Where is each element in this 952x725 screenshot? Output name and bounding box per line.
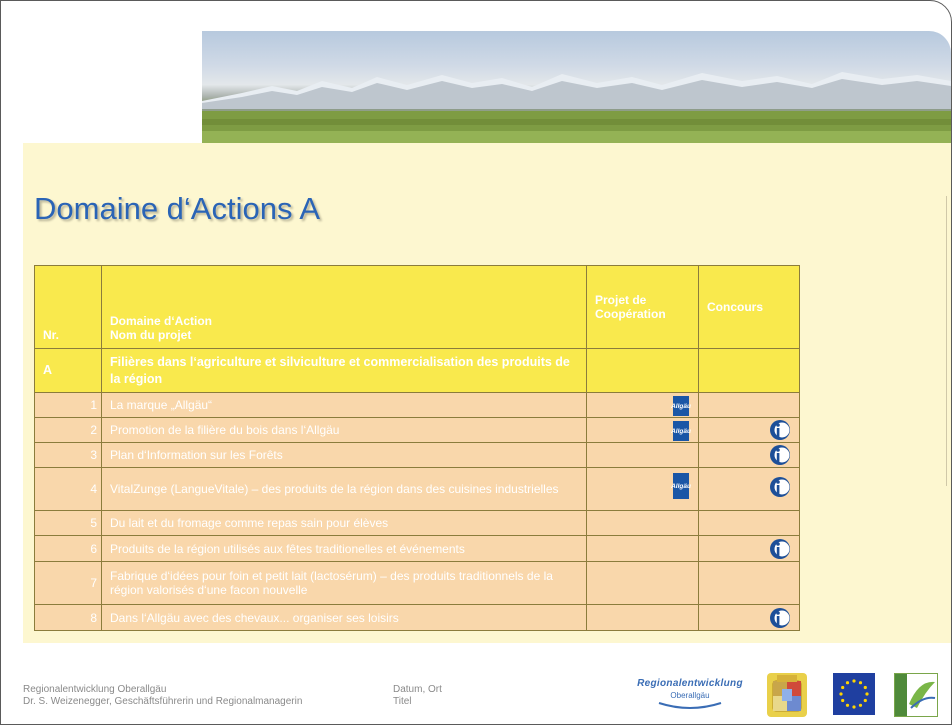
cooperation-cell bbox=[586, 535, 699, 562]
edge-line bbox=[946, 196, 950, 486]
row-label: Plan d‘Information sur les Forêts bbox=[101, 442, 587, 468]
logo-title: Regionalentwicklung bbox=[637, 678, 743, 689]
leader-logo-icon bbox=[894, 673, 938, 717]
header-cooperation: Projet de Coopération bbox=[586, 265, 699, 349]
footer-organisation: Regionalentwicklung Oberallgäu bbox=[23, 684, 167, 695]
alpine-panorama-image bbox=[202, 31, 951, 143]
row-number: 2 bbox=[34, 417, 102, 443]
info-i-icon bbox=[770, 608, 790, 628]
row-label: Promotion de la filière du bois dans l‘A… bbox=[101, 417, 587, 443]
info-i-icon bbox=[770, 539, 790, 559]
table-row: 5 Du lait et du fromage comme repas sain… bbox=[34, 510, 800, 536]
row-label: La marque „Allgäu“ bbox=[101, 392, 587, 418]
concours-cell bbox=[698, 417, 800, 443]
row-number: 6 bbox=[34, 535, 102, 562]
table-row: 8 Dans l‘Allgäu avec des chevaux... orga… bbox=[34, 604, 800, 631]
row-number: 5 bbox=[34, 510, 102, 536]
header-nom-label: Nom du projet bbox=[110, 328, 192, 342]
section-id: A bbox=[34, 348, 102, 393]
concours-cell bbox=[698, 604, 800, 631]
section-cooperation-cell bbox=[586, 348, 699, 393]
actions-table: Nr. Domaine d‘Action Nom du projet Proje… bbox=[34, 265, 800, 631]
section-label: Filières dans l‘agriculture et silvicult… bbox=[101, 348, 587, 393]
cooperation-cell: Allgäu bbox=[586, 417, 699, 443]
table-row: 1 La marque „Allgäu“ Allgäu bbox=[34, 392, 800, 418]
allgaeu-logo-icon: Allgäu bbox=[671, 421, 691, 441]
page-title: Domaine d‘Actions A bbox=[34, 191, 321, 226]
footer-titel: Titel bbox=[393, 696, 412, 707]
row-label: Produits de la région utilisés aux fêtes… bbox=[101, 535, 587, 562]
row-number: 7 bbox=[34, 561, 102, 605]
concours-cell bbox=[698, 442, 800, 468]
row-label: VitalZunge (LangueVitale) – des produits… bbox=[101, 467, 587, 511]
header-nr: Nr. bbox=[34, 265, 102, 349]
row-label: Fabrique d‘idées pour foin et petit lait… bbox=[101, 561, 587, 605]
leader-graphic bbox=[895, 674, 936, 716]
info-i-icon bbox=[770, 420, 790, 440]
cooperation-cell: Allgäu bbox=[586, 467, 699, 511]
cooperation-cell bbox=[586, 561, 699, 605]
cooperation-cell: Allgäu bbox=[586, 392, 699, 418]
logo-swoosh bbox=[658, 702, 722, 709]
cooperation-cell bbox=[586, 442, 699, 468]
table-row: 3 Plan d‘Information sur les Forêts bbox=[34, 442, 800, 468]
cooperation-cell bbox=[586, 604, 699, 631]
header-domaine: Domaine d‘Action Nom du projet bbox=[101, 265, 587, 349]
table-row: 6 Produits de la région utilisés aux fêt… bbox=[34, 535, 800, 562]
header-domaine-label: Domaine d‘Action bbox=[110, 314, 213, 328]
header-concours: Concours bbox=[698, 265, 800, 349]
footer-person: Dr. S. Weizenegger, Geschäftsführerin un… bbox=[23, 696, 303, 707]
concours-cell bbox=[698, 561, 800, 605]
row-number: 3 bbox=[34, 442, 102, 468]
concours-cell bbox=[698, 510, 800, 536]
info-i-icon bbox=[770, 445, 790, 465]
allgaeu-logo-icon: Allgäu bbox=[671, 473, 691, 499]
footer-author: Regionalentwicklung Oberallgäu Dr. S. We… bbox=[23, 684, 302, 708]
table-row: 4 VitalZunge (LangueVitale) – des produi… bbox=[34, 467, 800, 511]
regionalentwicklung-logo: Regionalentwicklung Oberallgäu bbox=[631, 678, 749, 712]
logo-subtitle: Oberallgäu bbox=[670, 691, 710, 700]
info-i-icon bbox=[770, 477, 790, 497]
concours-cell bbox=[698, 535, 800, 562]
eu-stars bbox=[839, 679, 869, 709]
allgaeu-logo-icon: Allgäu bbox=[671, 396, 691, 416]
concours-cell bbox=[698, 392, 800, 418]
bavaria-coat-of-arms-icon bbox=[767, 673, 807, 717]
cooperation-cell bbox=[586, 510, 699, 536]
coat-of-arms-graphic bbox=[772, 675, 802, 712]
section-row: A Filières dans l‘agriculture et silvicu… bbox=[34, 348, 800, 393]
table-row: 7 Fabrique d‘idées pour foin et petit la… bbox=[34, 561, 800, 605]
section-concours-cell bbox=[698, 348, 800, 393]
mountain-silhouette bbox=[202, 72, 951, 143]
row-number: 1 bbox=[34, 392, 102, 418]
footer-date: Datum, Ort bbox=[393, 684, 442, 695]
eu-flag-icon bbox=[833, 673, 875, 715]
row-number: 4 bbox=[34, 467, 102, 511]
footer-date-block: Datum, Ort Titel bbox=[393, 684, 442, 708]
row-label: Dans l‘Allgäu avec des chevaux... organi… bbox=[101, 604, 587, 631]
table-header-row: Nr. Domaine d‘Action Nom du projet Proje… bbox=[34, 265, 800, 349]
table-row: 2 Promotion de la filière du bois dans l… bbox=[34, 417, 800, 443]
row-number: 8 bbox=[34, 604, 102, 631]
row-label: Du lait et du fromage comme repas sain p… bbox=[101, 510, 587, 536]
concours-cell bbox=[698, 467, 800, 511]
